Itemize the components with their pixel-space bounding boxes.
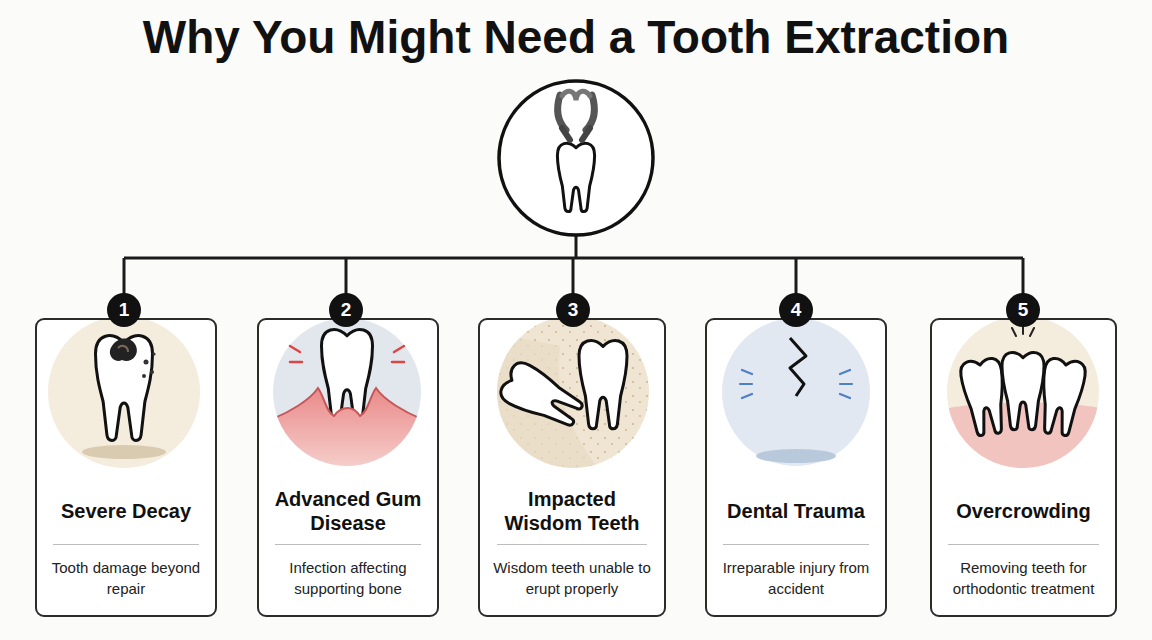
reason-card: Advanced Gum DiseaseInfection affecting … — [257, 318, 439, 617]
tooth-shape — [96, 336, 153, 441]
tree-connector — [124, 236, 1023, 294]
callout-number: 3 — [568, 299, 579, 321]
card-ground — [257, 318, 439, 617]
heading-area: Overcrowding — [932, 482, 1115, 540]
callout-number: 1 — [119, 299, 130, 321]
card-description: Infection affecting supporting bone — [259, 557, 437, 611]
card-ground — [705, 318, 887, 617]
divider-line — [275, 544, 421, 545]
diagram-title: Why You Might Need a Tooth Extraction — [0, 10, 1152, 64]
reason-card: Dental TraumaIrreparable injury from acc… — [705, 318, 887, 617]
heading-area: Impacted Wisdom Teeth — [480, 482, 664, 540]
number-badge: 3 — [556, 293, 590, 327]
tooth-shape — [497, 359, 587, 434]
decay-illustration — [48, 316, 200, 468]
divider-line — [723, 544, 869, 545]
reason-card: Impacted Wisdom TeethWisdom teeth unable… — [478, 318, 666, 617]
number-badge: 2 — [329, 293, 363, 327]
trauma-illustration — [722, 318, 870, 466]
reason-card: OvercrowdingRemoving teeth for orthodont… — [930, 318, 1117, 617]
card-description: Removing teeth for orthodontic treatment — [932, 557, 1115, 611]
card-heading: Impacted Wisdom Teeth — [492, 487, 652, 535]
card-heading: Severe Decay — [61, 499, 191, 523]
gum-illustration — [270, 318, 424, 470]
card-description: Wisdom teeth unable to erupt properly — [480, 557, 664, 611]
card-heading: Dental Trauma — [727, 499, 865, 523]
callout-number: 5 — [1018, 299, 1029, 321]
reason-card: Severe DecayTooth damage beyond repair — [35, 318, 217, 617]
wisdom-illustration — [480, 310, 670, 480]
card-heading: Overcrowding — [956, 499, 1090, 523]
heading-area: Dental Trauma — [707, 482, 885, 540]
crowding-illustration — [940, 316, 1110, 470]
heading-area: Severe Decay — [37, 482, 215, 540]
divider-line — [497, 544, 648, 545]
number-badge: 1 — [107, 293, 141, 327]
card-heading: Advanced Gum Disease — [268, 487, 428, 535]
number-badge: 4 — [779, 293, 813, 327]
card-description: Irreparable injury from accident — [707, 557, 885, 611]
tooth-shape — [1002, 352, 1044, 429]
card-description: Tooth damage beyond repair — [37, 557, 215, 611]
callout-number: 2 — [341, 299, 352, 321]
divider-line — [53, 544, 199, 545]
tooth-shape — [579, 341, 627, 429]
tooth-shape — [557, 143, 594, 211]
number-badge: 5 — [1006, 293, 1040, 327]
callout-number: 4 — [791, 299, 802, 321]
hub-icon — [499, 81, 653, 235]
heading-area: Advanced Gum Disease — [259, 482, 437, 540]
divider-line — [948, 544, 1098, 545]
